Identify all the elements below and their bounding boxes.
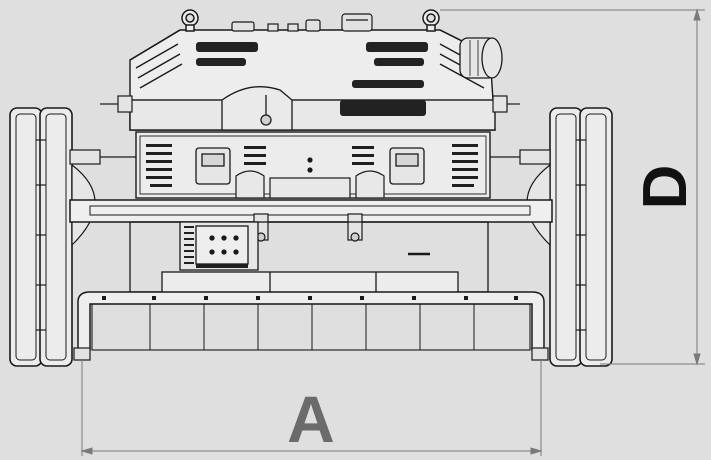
- mower-deck-ribs: [149, 304, 475, 350]
- top-controls: [231, 13, 373, 32]
- side-motor: [459, 37, 503, 79]
- dimension-d: [440, 8, 705, 366]
- cross-beam: [69, 199, 553, 223]
- mower-deck-bolts: [102, 296, 518, 300]
- chassis-side-brackets: [69, 149, 551, 165]
- mower-deck-skids: [73, 347, 549, 361]
- lifting-eyes: [181, 9, 440, 32]
- left-grille: [146, 144, 266, 187]
- central-drive-unit: [235, 157, 385, 199]
- housing-vents: [196, 42, 428, 116]
- right-track: [549, 107, 613, 367]
- dimension-a: [80, 360, 543, 456]
- housing-side-brackets: [100, 95, 520, 113]
- central-cover: [221, 86, 293, 131]
- upper-housing: [129, 29, 496, 131]
- lower-deck: [129, 221, 489, 295]
- chassis-side-plates: [195, 147, 425, 185]
- control-box: [179, 221, 259, 271]
- left-track: [9, 107, 73, 367]
- dimension-label-d: D: [631, 165, 700, 210]
- right-grille: [352, 144, 478, 187]
- dimension-label-a: A: [287, 382, 335, 456]
